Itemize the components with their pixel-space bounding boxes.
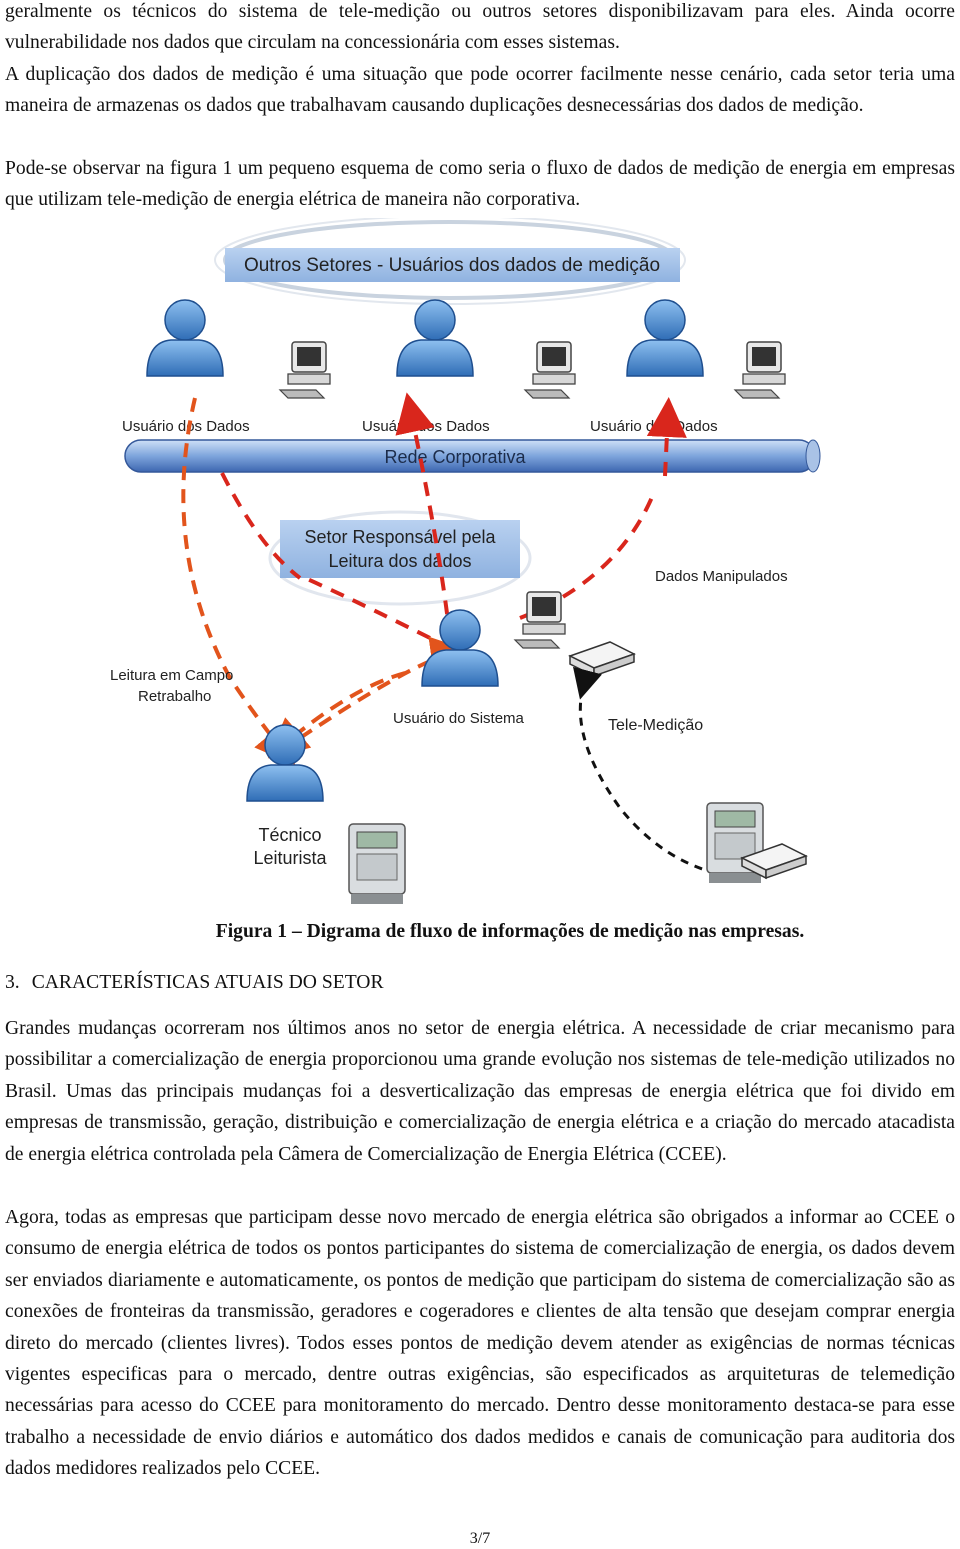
rede-corporativa-label: Rede Corporativa [384, 447, 526, 467]
setor-responsavel-label-2: Leitura dos dados [328, 551, 471, 571]
intro-paragraph-1: geralmente os técnicos do sistema de tel… [5, 1, 955, 54]
person-icon [626, 299, 704, 377]
section-heading: 3. CARACTERÍSTICAS ATUAIS DO SETOR [5, 972, 384, 994]
person-icon [146, 299, 224, 377]
setor-responsavel-box [280, 520, 520, 578]
person-icon [421, 609, 499, 687]
outros-setores-label: Outros Setores - Usuários dos dados de m… [244, 255, 660, 276]
usuario-dados-label-3: Usuário dos Dados [590, 418, 718, 435]
setor-responsavel-label-1: Setor Responsável pela [304, 527, 496, 547]
energy-meter-icon [348, 823, 406, 905]
computer-icon [734, 341, 786, 399]
section-number: 3. [5, 972, 20, 993]
leitura-campo-label-2: Retrabalho [138, 688, 211, 705]
computer-icon [514, 591, 566, 649]
dados-manipulados-label: Dados Manipulados [655, 568, 788, 585]
body-paragraph-2: Agora, todas as empresas que participam … [5, 1207, 955, 1480]
figure-1-diagram: Outros Setores - Usuários dos dados de m… [110, 218, 821, 905]
page-number: 3/7 [469, 1530, 491, 1547]
usuario-sistema-label: Usuário do Sistema [393, 710, 525, 727]
figure-caption: Figura 1 – Digrama de fluxo de informaçõ… [215, 921, 805, 942]
computer-icon [279, 341, 331, 399]
outros-setores-banner [225, 248, 680, 282]
usuario-dados-label-2: Usuário dos Dados [362, 418, 490, 435]
body-paragraph-1: Grandes mudanças ocorreram nos últimos a… [5, 1018, 955, 1165]
person-icon [396, 299, 474, 377]
tele-medicao-label: Tele-Medição [608, 717, 703, 734]
router-icon [569, 641, 635, 677]
tecnico-label-2: Leiturista [253, 848, 327, 868]
intro-paragraph-3: Pode-se observar na figura 1 um pequeno … [5, 158, 955, 211]
computer-icon [524, 341, 576, 399]
usuario-dados-label-1: Usuário dos Dados [122, 418, 250, 435]
section-title: CARACTERÍSTICAS ATUAIS DO SETOR [31, 972, 384, 993]
tecnico-label-1: Técnico [258, 825, 321, 845]
leitura-campo-label-1: Leitura em Campo [110, 667, 233, 684]
intro-paragraph-2: A duplicação dos dados de medição é uma … [5, 64, 955, 117]
person-icon [246, 724, 324, 802]
